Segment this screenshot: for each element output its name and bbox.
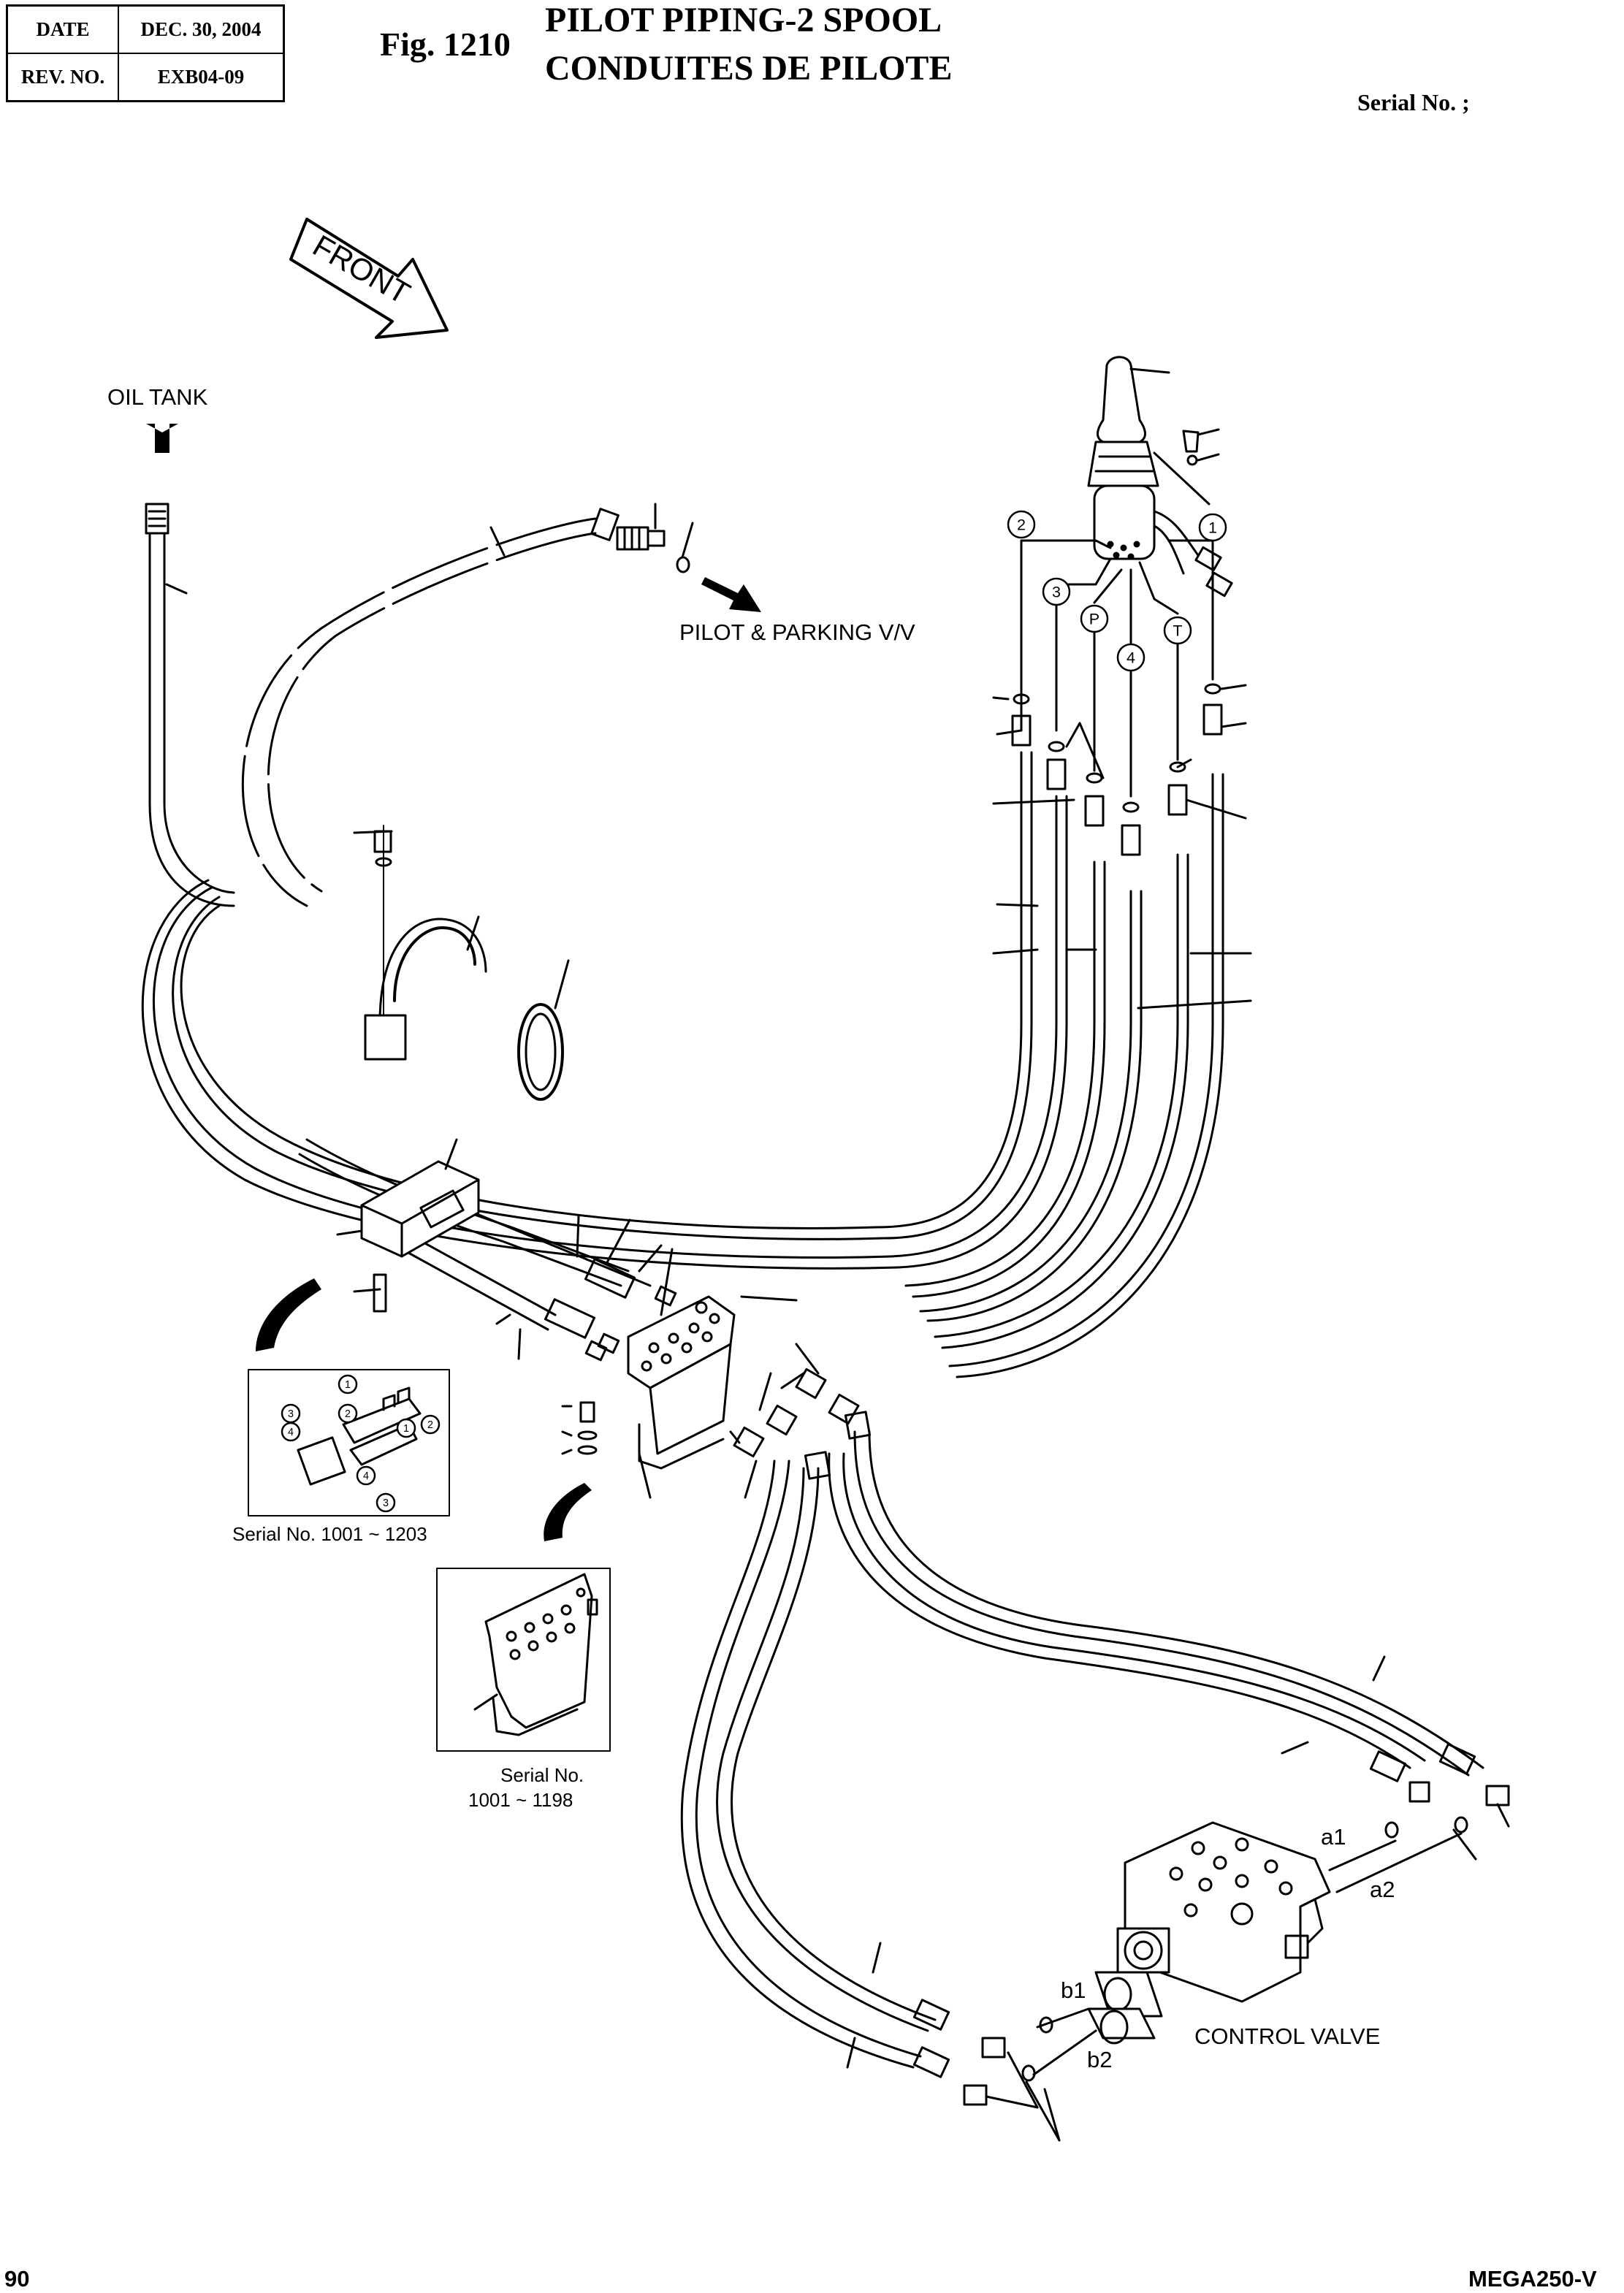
- date-label: DATE: [6, 4, 119, 54]
- inset-2-serial-line-2: 1001 ~ 1198: [468, 1789, 573, 1811]
- inset1-part-label-4-circle: [396, 1418, 416, 1438]
- oil-tank-label: OIL TANK: [107, 384, 208, 410]
- inset1-part-label-6: 3: [383, 1497, 389, 1509]
- revision-table: DATE DEC. 30, 2004 REV. NO. EXB04-09: [6, 4, 285, 102]
- inset1-part-label-1: 2: [345, 1408, 351, 1420]
- valve-port-label-3: b2: [1087, 2047, 1112, 2072]
- mounting-block: [336, 1138, 480, 1313]
- joystick-port-label-4: 4: [1126, 649, 1135, 667]
- joystick-port-label-4-circle: [1116, 643, 1145, 672]
- control-valve: [1032, 1821, 1463, 2076]
- control-valve-hoses: [680, 1430, 1510, 2142]
- inset1-part-label-0-circle: [338, 1374, 358, 1395]
- valve-port-label-0: a1: [1321, 1824, 1346, 1850]
- pilot-parking-valve-label: PILOT & PARKING V/V: [679, 619, 915, 645]
- inset-bracket-detail: [436, 1483, 611, 1752]
- inset1-part-label-5: 2: [427, 1419, 433, 1431]
- inset1-part-label-1-circle: [338, 1403, 358, 1424]
- inset1-part-label-5-circle: [420, 1414, 441, 1435]
- joystick-port-label-1-circle: [1198, 513, 1227, 542]
- fitting-bracket: [561, 1248, 798, 1499]
- arrow-right-icon: [701, 577, 761, 612]
- rev-value: EXB04-09: [118, 53, 285, 102]
- joystick-port-label-0: 2: [1017, 516, 1026, 534]
- inset1-part-label-3: 4: [288, 1427, 294, 1438]
- oil-tank-hose: [145, 424, 235, 907]
- inset1-part-label-6-circle: [375, 1492, 396, 1513]
- swivel-fittings: [733, 1343, 872, 1499]
- arrow-up-icon: [146, 424, 178, 453]
- figure-number: Fig. 1210: [380, 26, 511, 63]
- pilot-hose-loop: [241, 503, 761, 907]
- joystick-port-label-5: T: [1173, 622, 1182, 640]
- inset1-part-label-2: 3: [288, 1408, 294, 1420]
- joystick-port-label-1: 1: [1208, 519, 1217, 537]
- control-valve-label: CONTROL VALVE: [1194, 2023, 1381, 2049]
- inset1-part-label-0: 1: [345, 1379, 351, 1391]
- hose-clamp-2: [517, 959, 570, 1101]
- title-french: CONDUITES DE PILOTE: [545, 49, 953, 88]
- inset1-part-label-7-circle: [356, 1465, 376, 1486]
- joystick-port-lines: [1020, 539, 1214, 798]
- hose-clamp-1: [353, 825, 487, 1061]
- title-english: PILOT PIPING-2 SPOOL: [545, 1, 942, 39]
- date-value: DEC. 30, 2004: [118, 4, 285, 54]
- rev-label: REV. NO.: [6, 53, 119, 102]
- joystick-port-label-3: P: [1089, 610, 1099, 628]
- inset-2-serial-line-1: Serial No.: [500, 1764, 584, 1786]
- inset-clamp-detail: [248, 1278, 450, 1516]
- joystick-fittings: [992, 683, 1247, 856]
- model-name: MEGA250-V: [1468, 2266, 1597, 2292]
- serial-number: Serial No. ;: [1357, 89, 1470, 115]
- inset-1-serial: Serial No. 1001 ~ 1203: [232, 1523, 427, 1545]
- valve-port-label-1: a2: [1370, 1877, 1395, 1902]
- page-number: 90: [4, 2266, 30, 2292]
- joystick: [1087, 356, 1233, 598]
- hose-bundle: [141, 751, 1252, 1378]
- inset1-part-label-4: 1: [403, 1423, 409, 1435]
- inset1-part-label-3-circle: [281, 1422, 301, 1442]
- joystick-port-label-5-circle: [1163, 616, 1192, 645]
- joystick-port-label-2-circle: [1042, 577, 1071, 606]
- valve-port-label-2: b1: [1061, 1977, 1086, 2003]
- joystick-port-label-0-circle: [1007, 510, 1036, 539]
- joystick-port-label-2: 3: [1052, 583, 1061, 601]
- joystick-port-label-3-circle: [1080, 604, 1109, 633]
- inset1-part-label-7: 4: [363, 1470, 369, 1482]
- front-arrow: FRONT: [289, 218, 449, 339]
